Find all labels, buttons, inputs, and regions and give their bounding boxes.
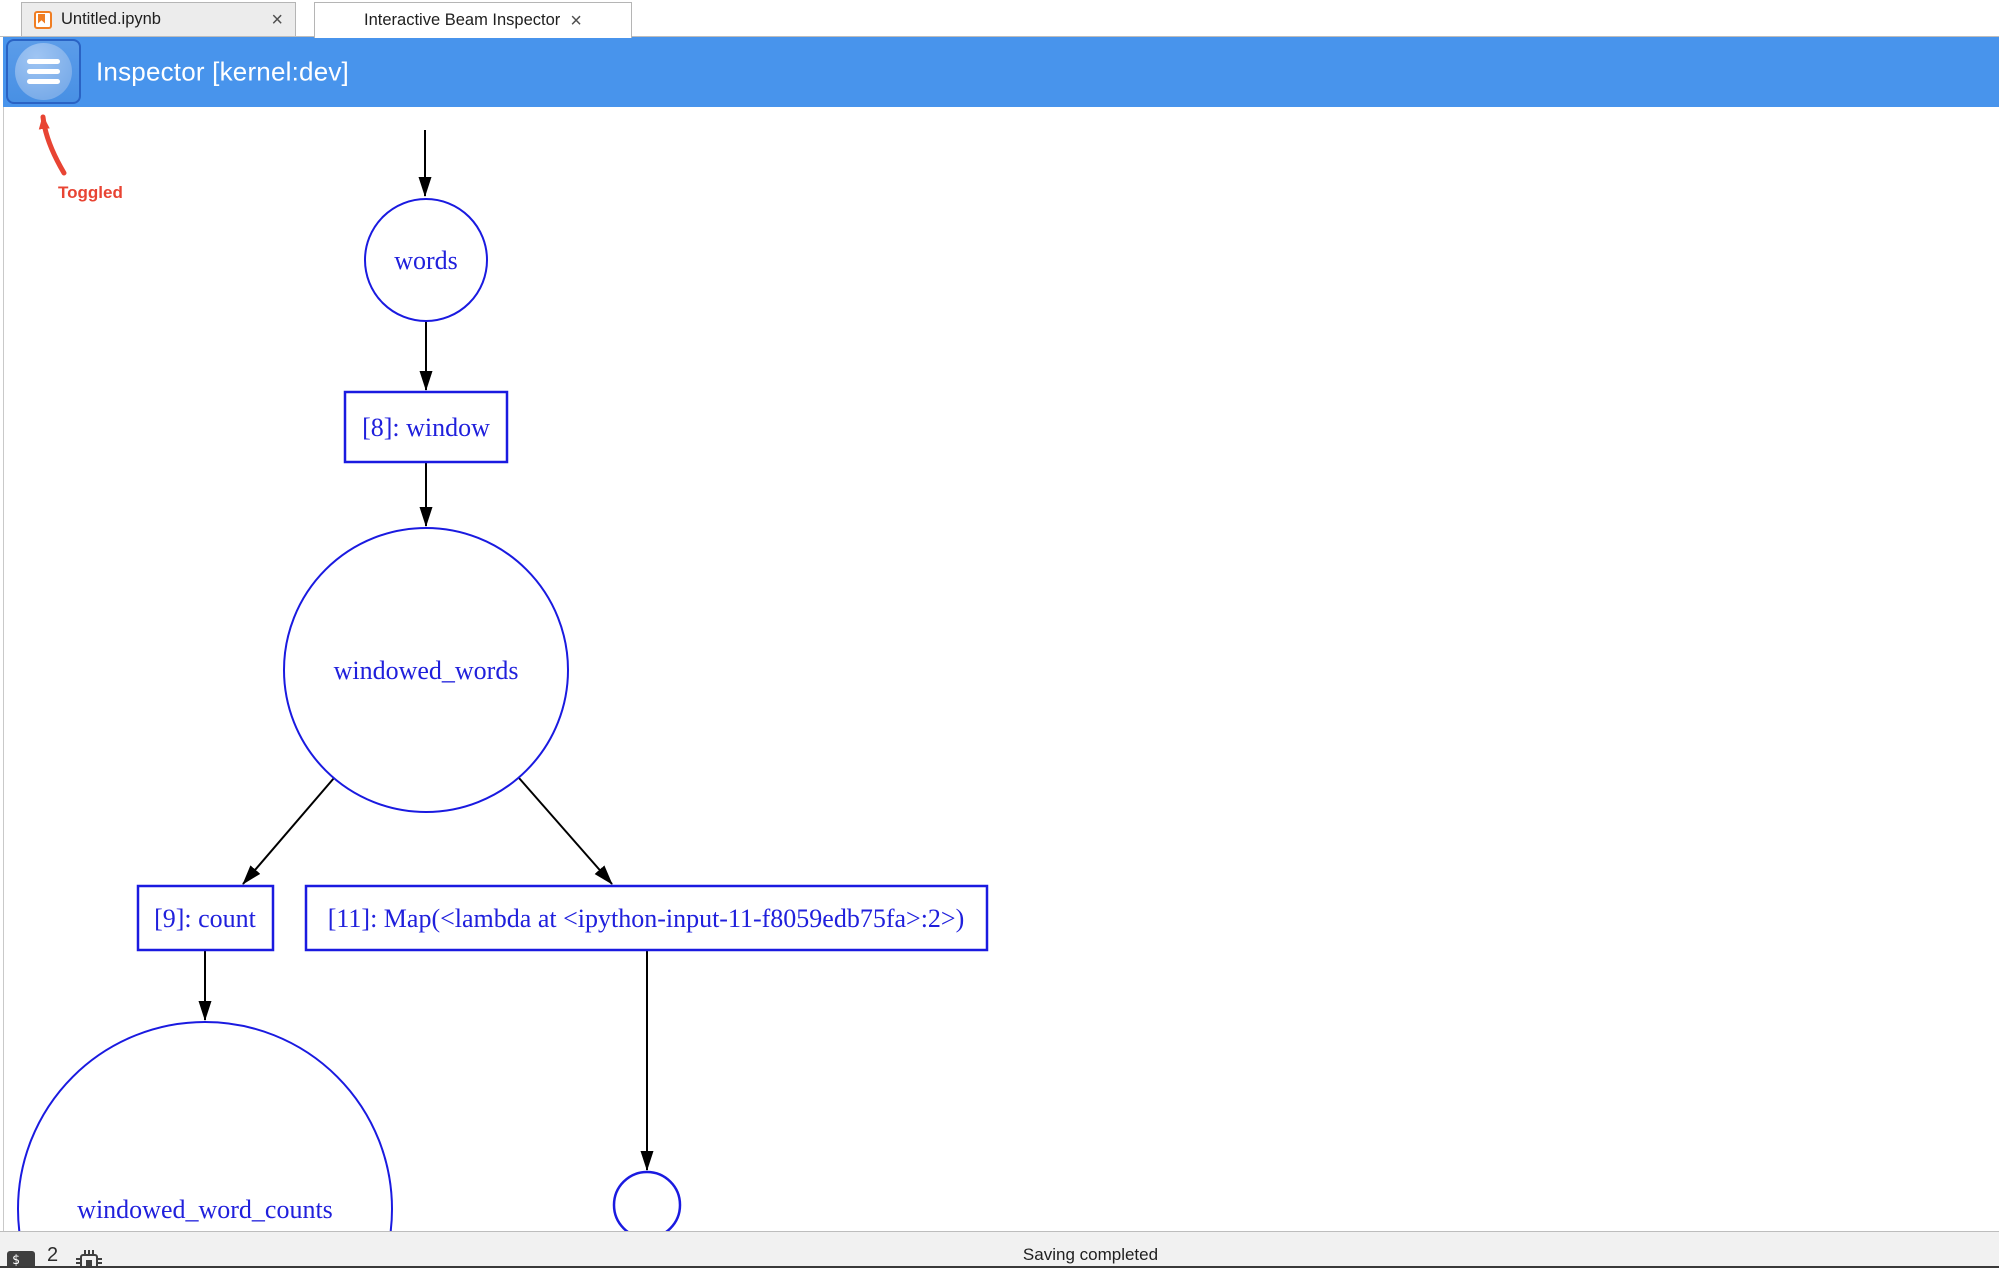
close-icon[interactable]: × xyxy=(570,9,582,32)
tab-beam-inspector[interactable]: Interactive Beam Inspector × xyxy=(314,2,632,38)
toggled-annotation-label: Toggled xyxy=(58,183,123,202)
close-icon[interactable]: × xyxy=(271,8,283,31)
node-count-label: [9]: count xyxy=(154,904,257,933)
tab-label: Interactive Beam Inspector xyxy=(364,11,561,29)
node-count-transform xyxy=(136,884,275,952)
edge-windowed-words-to-map xyxy=(518,777,613,885)
status-bar: $ 2 Saving completed xyxy=(0,1231,1999,1268)
dock-tab-bar: Untitled.ipynb × Interactive Beam Inspec… xyxy=(0,0,1999,38)
content-left-border xyxy=(3,107,4,1231)
pipeline-graph: words [8]: window windowed_words [9]: co… xyxy=(17,130,989,1231)
node-window-label: [8]: window xyxy=(362,413,490,442)
node-windowed-words-label: windowed_words xyxy=(334,656,519,685)
edge-windowed-words-to-count xyxy=(242,777,335,885)
hamburger-icon xyxy=(15,43,72,100)
node-words-label: words xyxy=(394,246,458,275)
node-windowed-word-counts-label: windowed_word_counts xyxy=(77,1195,333,1224)
window-bottom-edge xyxy=(0,1266,1999,1268)
notebook-icon xyxy=(34,10,52,29)
menu-toggle-button[interactable] xyxy=(6,39,81,104)
node-windowed-words xyxy=(283,527,569,813)
node-windowed-word-counts xyxy=(17,1021,393,1231)
node-unnamed-output xyxy=(612,1170,682,1231)
node-words xyxy=(364,198,488,322)
inspector-header: Inspector [kernel:dev] xyxy=(3,37,1999,107)
tab-untitled-notebook[interactable]: Untitled.ipynb × xyxy=(21,2,296,36)
node-map-label: [11]: Map(<lambda at <ipython-input-11-f… xyxy=(328,904,965,933)
kernel-chip-icon[interactable] xyxy=(76,1248,102,1268)
node-map-transform xyxy=(304,884,989,952)
terminal-count: 2 xyxy=(47,1244,59,1266)
status-message: Saving completed xyxy=(1022,1245,1159,1264)
inspector-title: Inspector [kernel:dev] xyxy=(96,56,349,87)
terminal-icon[interactable]: $ xyxy=(7,1251,35,1268)
node-window-transform xyxy=(343,390,509,464)
tab-label: Untitled.ipynb xyxy=(61,10,161,28)
